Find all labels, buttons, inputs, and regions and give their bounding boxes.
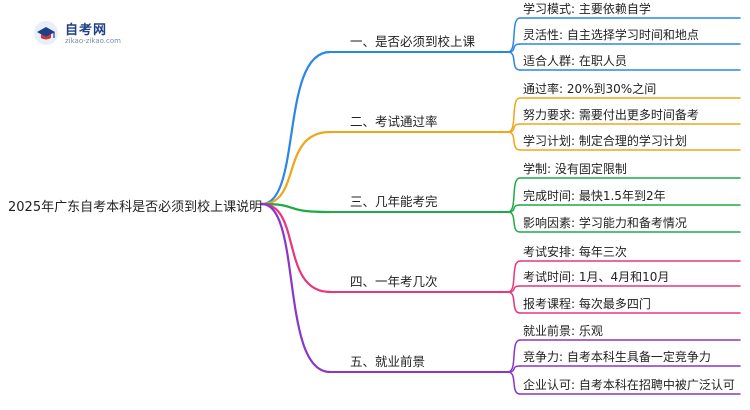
root-topic: 2025年广东自考本科是否必须到校上课说明 (8, 200, 263, 215)
leaf-connector-1-3 (507, 51, 521, 71)
leaf-connector-4-1 (507, 260, 521, 293)
leaf-topic-5-3: 企业认可: 自考本科在招聘中被广泛认可 (523, 378, 735, 392)
logo-name: 自考网 (65, 23, 108, 38)
branch-connector-1 (260, 50, 332, 206)
leaf-topic-1-1: 学习模式: 主要依赖自学 (523, 2, 651, 16)
leaf-topic-2-1: 通过率: 20%到30%之间 (523, 82, 657, 96)
branch-connector-5 (260, 202, 332, 374)
site-logo: 自考网 zikao-zikao.com (33, 18, 143, 50)
leaf-connector-1-1 (507, 17, 521, 53)
leaf-topic-3-2: 完成时间: 最快1.5年到2年 (523, 189, 666, 203)
leaf-topic-5-1: 就业前景: 乐观 (523, 324, 603, 338)
branch-topic-1: 一、是否必须到校上课 (350, 34, 476, 49)
leaf-connector-2-1 (507, 97, 521, 133)
branch-topic-5: 五、就业前景 (350, 354, 426, 369)
leaf-connector-3-3 (507, 211, 521, 233)
leaf-topic-3-3: 影响因素: 学习能力和备考情况 (523, 216, 687, 230)
branch-topic-3: 三、几年能考完 (350, 194, 438, 209)
branch-connector-4 (260, 202, 332, 294)
leaf-topic-2-2: 努力要求: 需要付出更多时间备考 (523, 108, 699, 122)
leaf-topic-2-3: 学习计划: 制定合理的学习计划 (523, 134, 687, 148)
leaf-topic-4-3: 报考课程: 每次最多四门 (523, 297, 651, 311)
branch-connector-2 (260, 130, 332, 206)
leaf-topic-4-1: 考试安排: 每年三次 (523, 245, 627, 259)
leaf-connector-5-1 (507, 339, 521, 373)
leaf-topic-1-3: 适合人群: 在职人员 (523, 54, 627, 68)
leaf-topic-4-2: 考试时间: 1月、4月和10月 (523, 270, 670, 284)
leaf-connector-2-3 (507, 131, 521, 151)
leaf-topic-1-2: 灵活性: 自主选择学习时间和地点 (523, 28, 699, 42)
branch-connector-3 (260, 202, 332, 214)
branch-topic-4: 四、一年考几次 (350, 274, 438, 289)
leaf-topic-5-2: 竞争力: 自考本科生具备一定竞争力 (523, 350, 711, 364)
branch-topic-2: 二、考试通过率 (350, 114, 438, 129)
leaf-topic-3-1: 学制: 没有固定限制 (523, 162, 627, 176)
leaf-connector-4-3 (507, 291, 521, 314)
leaf-connector-5-3 (507, 371, 521, 395)
graduation-cap-icon (34, 21, 58, 45)
logo-url: zikao-zikao.com (65, 37, 121, 45)
leaf-connector-3-1 (507, 177, 521, 213)
